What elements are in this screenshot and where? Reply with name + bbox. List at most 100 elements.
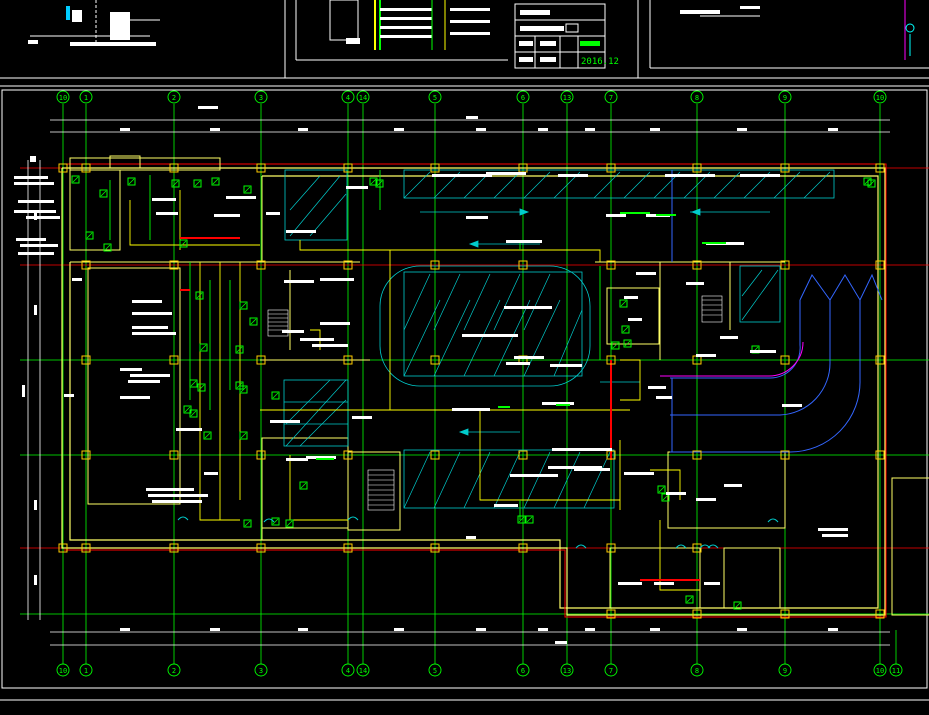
annotation-label-bar [132,332,176,335]
equipment-box [103,243,112,252]
annotation-label-bar [720,336,738,339]
annotation-label-bar-green [498,406,510,408]
left-legend-block [14,156,60,255]
equipment-box [611,341,620,350]
grid-axis-bubble-top: 1 [79,90,93,104]
electrical-runs-red [180,237,700,581]
grid-axis-bubble-bottom: 10 [56,663,70,677]
equipment-box [71,175,80,184]
annotation-label-bar [120,396,150,399]
traffic-arrows [420,208,770,436]
stair-symbols [267,295,723,511]
annotation-label-bar [494,504,518,507]
column [780,163,790,173]
equipment-box [271,391,280,400]
column [256,355,266,365]
annotation-label-bar [618,582,642,585]
grid-axis-label: 14 [359,94,367,102]
equipment-box [661,493,670,502]
equipment-box [243,519,252,528]
equipment-box [271,517,280,526]
grid-axis-label: 9 [783,94,787,102]
top-right-frame-fragment [680,0,915,60]
column [430,450,440,460]
equipment-box [867,179,876,188]
equipment-box [239,301,248,310]
grid-axis-bubble-bottom: 8 [690,663,704,677]
annotation-label-bar [636,272,656,275]
column [256,163,266,173]
door-swing [767,518,779,523]
column [169,450,179,460]
equipment-box [299,481,308,490]
annotation-label-bar [666,492,686,495]
annotation-label-bar [510,474,558,477]
column [256,260,266,270]
annotation-label-bar [284,280,314,283]
annotation-label-bar [286,458,308,461]
grid-axis-bubble-bottom: 10 [873,663,887,677]
annotation-label-bar [624,472,654,475]
grid-axis-label: 10 [59,94,67,102]
annotation-label-bar [352,416,372,419]
grid-axis-label: 4 [346,667,350,675]
column [256,543,266,553]
annotation-label-bar [704,582,720,585]
equipment-box [623,339,632,348]
annotation-label-bar [156,212,178,215]
equipment-box [171,179,180,188]
annotation-label-bar [452,408,490,411]
annotation-label-bar [654,582,674,585]
annotation-label-bar [72,278,82,281]
annotation-label-bar [548,466,602,469]
equipment-box [733,601,742,610]
column [81,450,91,460]
column [875,450,885,460]
column [343,355,353,365]
column [606,609,616,619]
parking-area [283,169,835,509]
column [430,543,440,553]
grid-axis-label: 5 [433,667,437,675]
column [81,163,91,173]
column [780,609,790,619]
grid-axis-bubble-bottom: 14 [356,663,370,677]
annotation-label-bar [64,394,74,397]
ramp-curves [670,273,883,453]
annotation-label-bar [506,362,530,365]
annotation-label-bar [514,356,544,359]
annotation-label-bar [822,534,848,537]
annotation-label-bar [504,306,552,309]
annotation-label-bar [724,484,742,487]
equipment-box [99,189,108,198]
equipment-box [369,177,378,186]
column [692,450,702,460]
column-gridlines [62,104,897,664]
annotation-label-bar [696,498,716,501]
title-block: 2016.12 [514,3,619,69]
grid-axis-bubble-bottom: 6 [516,663,530,677]
grid-axis-label: 9 [783,667,787,675]
equipment-markers [71,175,876,610]
door-swing [575,544,587,549]
top-middle-frame-fragment [329,0,490,50]
building-outer-wall [61,167,886,616]
annotation-label-bar-green [702,242,726,244]
grid-axis-bubble-bottom: 9 [778,663,792,677]
column [606,355,616,365]
annotation-label-bar [550,364,582,367]
column [256,450,266,460]
annotation-label-bar [214,214,240,217]
annotation-label-bar [542,402,574,405]
annotation-label-bar [466,536,476,539]
annotation-label-bar [740,174,780,177]
annotation-label-bar [132,326,168,329]
equipment-box [203,431,212,440]
grid-axis-label: 10 [59,667,67,675]
equipment-box [211,177,220,186]
grid-axis-label: 5 [433,94,437,102]
annotation-label-bar [146,488,194,491]
grid-axis-bubble-top: 2 [167,90,181,104]
